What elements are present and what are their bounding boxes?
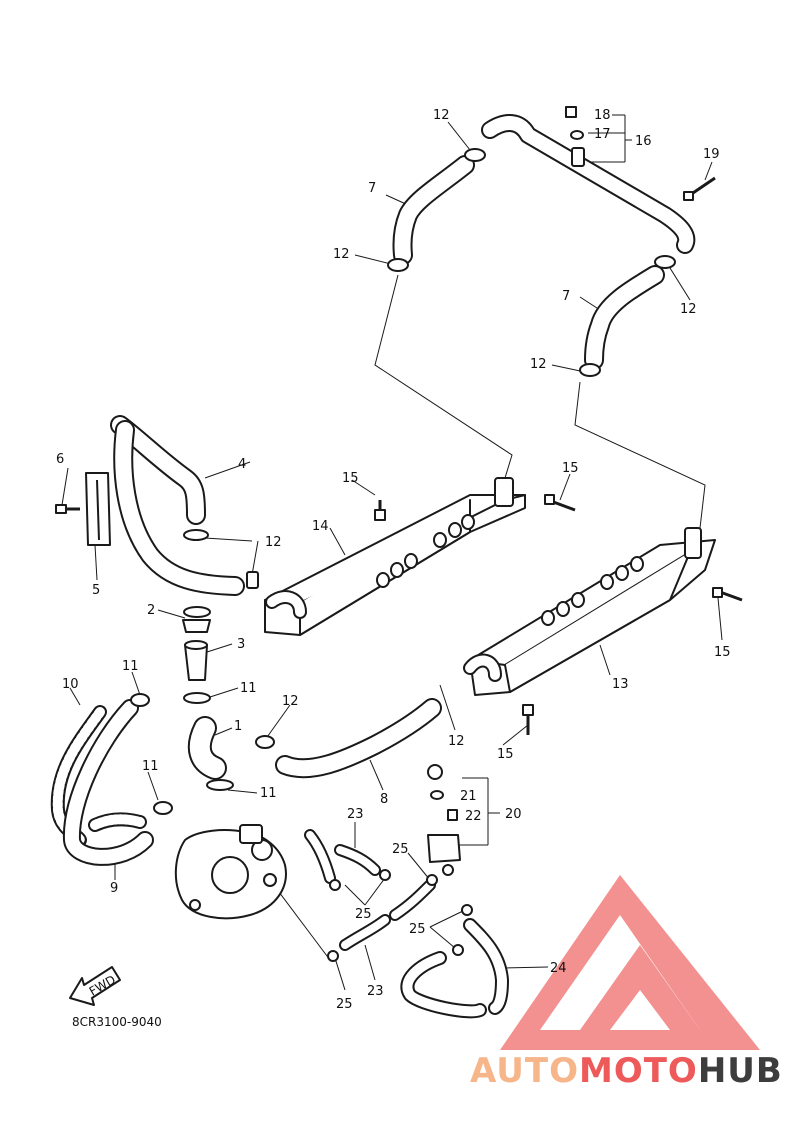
callout-23-lower: 23 [367, 984, 384, 999]
radiator-13-holes [541, 556, 644, 626]
bolt-15-b [544, 494, 576, 512]
bolt-6 [55, 504, 80, 514]
hose-9 [62, 699, 154, 866]
callout-labels: 1 2 3 4 5 6 7 7 8 9 10 11 11 11 11 12 12… [56, 108, 731, 1012]
bracket-5 [85, 472, 111, 546]
callout-6: 6 [56, 452, 64, 467]
callout-12-e: 12 [265, 535, 282, 550]
thermostat-cover-2 [182, 606, 211, 633]
doc-code: 8CR3100-9040 [72, 1015, 162, 1029]
callout-11-a: 11 [122, 659, 139, 674]
callout-11-b: 11 [240, 681, 257, 696]
callout-15-d: 15 [497, 747, 514, 762]
bolt-15-d [522, 704, 534, 735]
water-pump-housing [174, 824, 287, 920]
pipe-16 [481, 114, 696, 254]
hose-24 [400, 918, 509, 1019]
thermostat-3 [184, 640, 208, 681]
callout-12-d: 12 [530, 357, 547, 372]
callout-25-b: 25 [355, 907, 372, 922]
bolts-15 [374, 494, 743, 735]
watermark-part-hub: HUB [698, 1051, 783, 1091]
watermark-logo [500, 875, 760, 1050]
callout-18: 18 [594, 108, 611, 123]
clamps-11 [183, 692, 234, 791]
callout-19: 19 [703, 147, 720, 162]
callout-15-b: 15 [562, 461, 579, 476]
fwd-arrow-icon: FWD [69, 966, 121, 1006]
bolt-15-c [712, 587, 743, 602]
watermark-triangle-mid [580, 945, 700, 1030]
callout-11-c: 11 [142, 759, 159, 774]
callout-8: 8 [380, 792, 388, 807]
callout-23-upper: 23 [347, 807, 364, 822]
callout-7-left: 7 [368, 181, 376, 196]
callout-20: 20 [505, 807, 522, 822]
bolt-19 [683, 176, 716, 201]
callout-4: 4 [238, 457, 246, 472]
hose-8 [275, 698, 442, 779]
clamps-12-upper-left [183, 529, 259, 589]
callout-16: 16 [635, 134, 652, 149]
callout-2: 2 [147, 603, 155, 618]
callout-12-f: 12 [282, 694, 299, 709]
pipe-4 [110, 415, 245, 596]
clamp-11-left [130, 693, 173, 815]
callout-24: 24 [550, 961, 567, 976]
callout-12-b: 12 [333, 247, 350, 262]
callout-1: 1 [234, 719, 242, 734]
radiator-14 [264, 477, 526, 636]
fitting-20 [427, 764, 461, 876]
svg-text:AUTOMOTOHUB: AUTOMOTOHUB [470, 1051, 783, 1091]
callout-25-c: 25 [409, 922, 426, 937]
bolt-18 [565, 106, 577, 118]
callout-22: 22 [465, 809, 482, 824]
callout-12-g: 12 [448, 734, 465, 749]
hose-23-lower [339, 879, 436, 951]
callout-25-d: 25 [336, 997, 353, 1012]
watermark-part-moto: MOTO [579, 1051, 698, 1091]
callout-21: 21 [460, 789, 477, 804]
callout-5: 5 [92, 583, 100, 598]
radiator-13 [463, 527, 716, 696]
callout-12-c: 12 [680, 302, 697, 317]
callout-9: 9 [110, 881, 118, 896]
callout-3: 3 [237, 637, 245, 652]
callout-14: 14 [312, 519, 329, 534]
hose-1 [187, 716, 227, 780]
watermark-part-auto: AUTO [470, 1051, 579, 1091]
clamp-12-lower [255, 735, 275, 749]
watermark-wordmark: AUTOMOTOHUB [470, 1051, 783, 1091]
clamps-25 [327, 869, 473, 962]
callout-13: 13 [612, 677, 629, 692]
washer-17 [570, 130, 584, 140]
bolt-15-a [374, 500, 386, 521]
callout-25-a: 25 [392, 842, 409, 857]
hose-7-right [584, 265, 665, 370]
callout-15-c: 15 [714, 645, 731, 660]
hose-23-upper [304, 829, 381, 884]
callout-10: 10 [62, 677, 79, 692]
callout-11-d: 11 [260, 786, 277, 801]
radiator-14-holes [376, 514, 475, 588]
clamps-12-upper [387, 148, 676, 377]
callout-15-a: 15 [342, 471, 359, 486]
callout-7-right: 7 [562, 289, 570, 304]
hose-7-left [392, 155, 475, 265]
callout-12-a: 12 [433, 108, 450, 123]
callout-17: 17 [594, 127, 611, 142]
